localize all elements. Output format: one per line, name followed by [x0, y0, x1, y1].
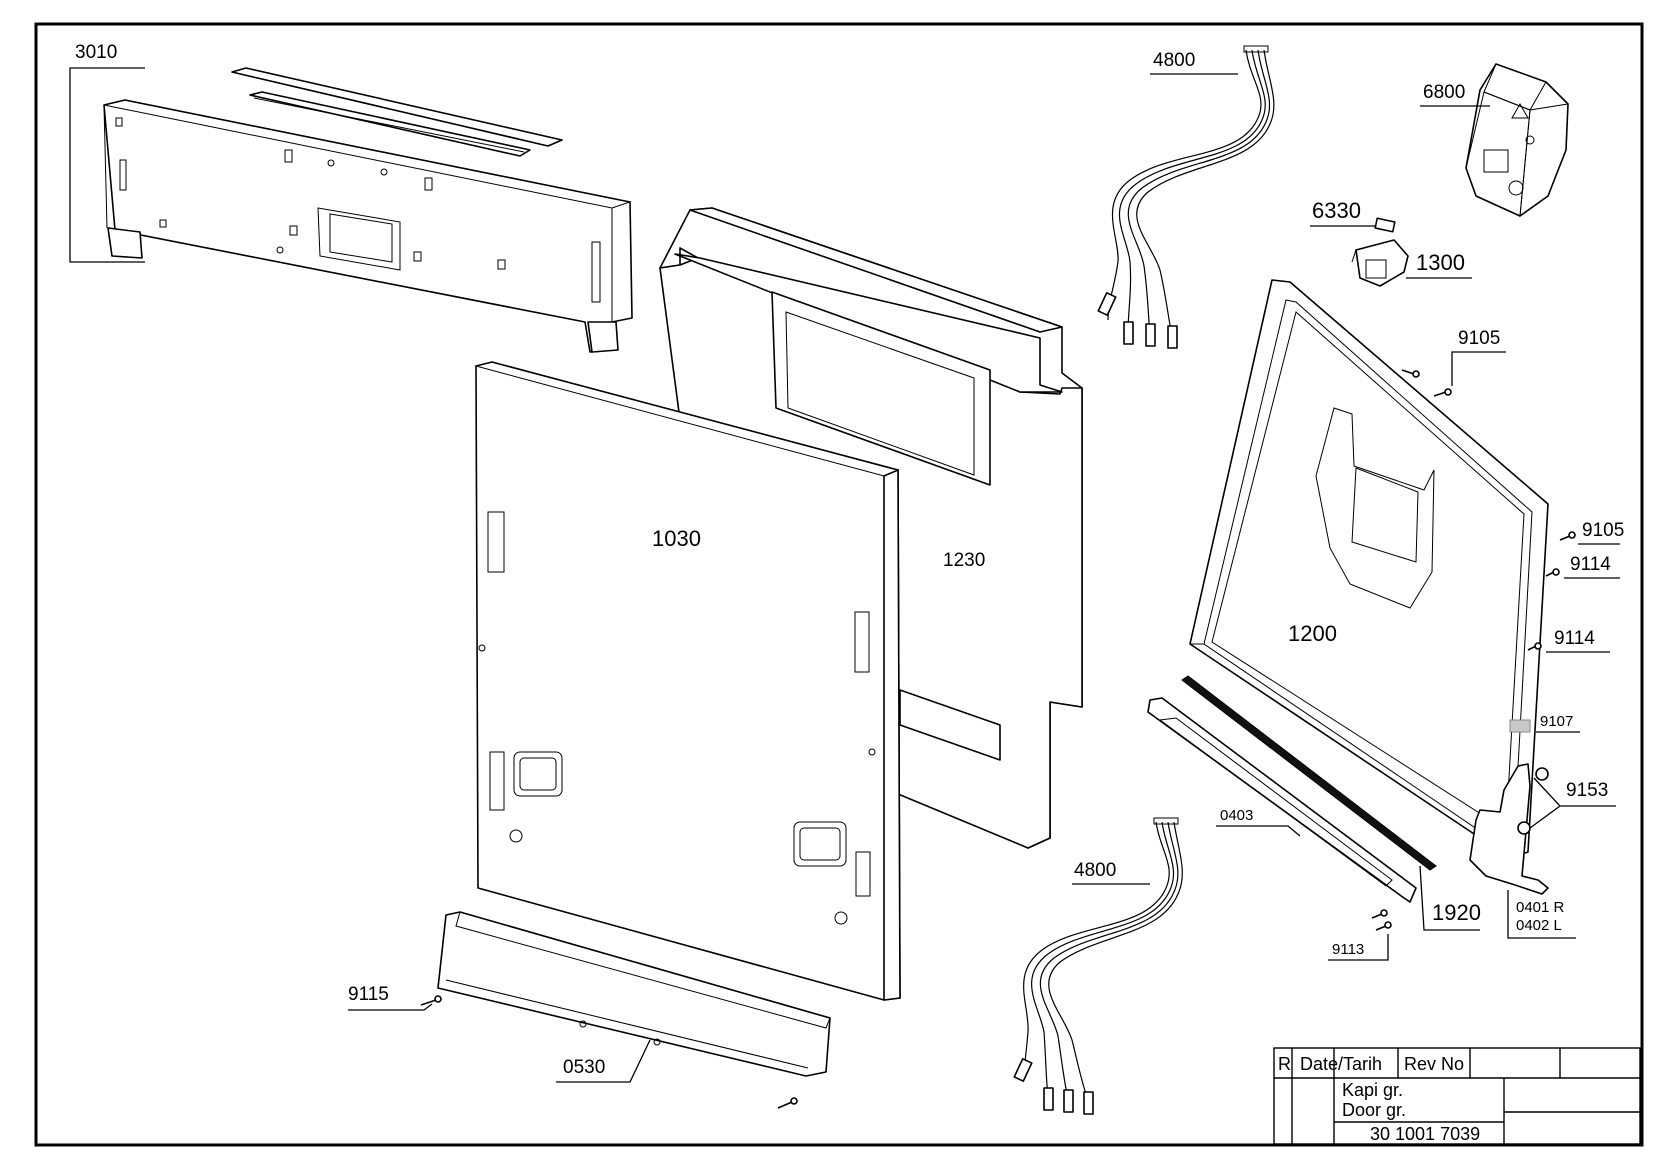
leader-9105-top [1451, 351, 1506, 386]
label-9115: 9115 [348, 984, 389, 1005]
label-0402: 0402 L [1516, 917, 1562, 934]
part-9113-screw [1371, 909, 1392, 931]
leader-9115 [348, 1003, 433, 1011]
part-6800-dispenser [1465, 63, 1569, 218]
leader-0401 [1507, 890, 1576, 939]
part-1030-door-panel: 1030 [474, 361, 901, 1001]
label-4800-top: 4800 [1153, 50, 1195, 71]
part-3010-control-panel [103, 67, 633, 353]
label-3010: 3010 [75, 42, 117, 63]
label-1030: 1030 [652, 526, 701, 551]
title-block-date: Date/Tarih [1300, 1054, 1382, 1074]
label-0401: 0401 R [1516, 899, 1565, 916]
part-4800-harness-top [1097, 45, 1275, 349]
label-1230: 1230 [943, 550, 985, 571]
part-1920-seal [1181, 675, 1437, 871]
label-9107: 9107 [1540, 713, 1573, 730]
title-block-drawing-no: 30 1001 7039 [1370, 1124, 1480, 1144]
leader-9153 [1529, 777, 1561, 829]
leader-3010 [69, 67, 145, 263]
leader-0403 [1216, 825, 1301, 837]
label-6330: 6330 [1312, 198, 1361, 223]
title-block-rev: Rev No [1404, 1054, 1464, 1074]
part-9115-screws [420, 995, 798, 1109]
title-block: R Date/Tarih Rev No Kapi gr. Door gr. 30… [1273, 1047, 1641, 1145]
label-4800-bottom: 4800 [1074, 860, 1116, 881]
part-9107-clip [1509, 719, 1531, 733]
label-9105-top: 9105 [1458, 328, 1500, 349]
label-9114-b: 9114 [1554, 628, 1595, 649]
label-9105-right: 9105 [1582, 520, 1624, 541]
part-1200-inner-door: 1200 [1189, 279, 1549, 859]
label-9153: 9153 [1566, 780, 1608, 801]
sheet-border [34, 22, 1644, 1147]
label-9114-a: 9114 [1570, 554, 1611, 575]
part-9114-screws [1527, 568, 1560, 651]
part-0530-bottom-strip [437, 911, 831, 1077]
title-block-title-en: Door gr. [1342, 1100, 1406, 1120]
title-block-title-tr: Kapi gr. [1342, 1080, 1403, 1100]
part-6330-1300-lock [1351, 217, 1409, 287]
leader-1920 [1419, 865, 1480, 931]
leader-0530 [556, 1039, 651, 1083]
label-6800: 6800 [1423, 82, 1465, 103]
label-1200: 1200 [1288, 621, 1337, 646]
label-0403: 0403 [1220, 807, 1253, 824]
label-0530: 0530 [563, 1057, 605, 1078]
label-1300: 1300 [1416, 250, 1465, 275]
label-1920: 1920 [1432, 900, 1481, 925]
part-9105-screws [1401, 369, 1576, 541]
part-0401-0402-hinge [1469, 763, 1549, 895]
leader-9113 [1328, 934, 1389, 961]
title-block-r: R [1278, 1054, 1291, 1074]
label-9113: 9113 [1332, 941, 1364, 958]
part-0403-rail [1147, 697, 1417, 903]
part-4800-harness-bottom [1013, 817, 1183, 1115]
